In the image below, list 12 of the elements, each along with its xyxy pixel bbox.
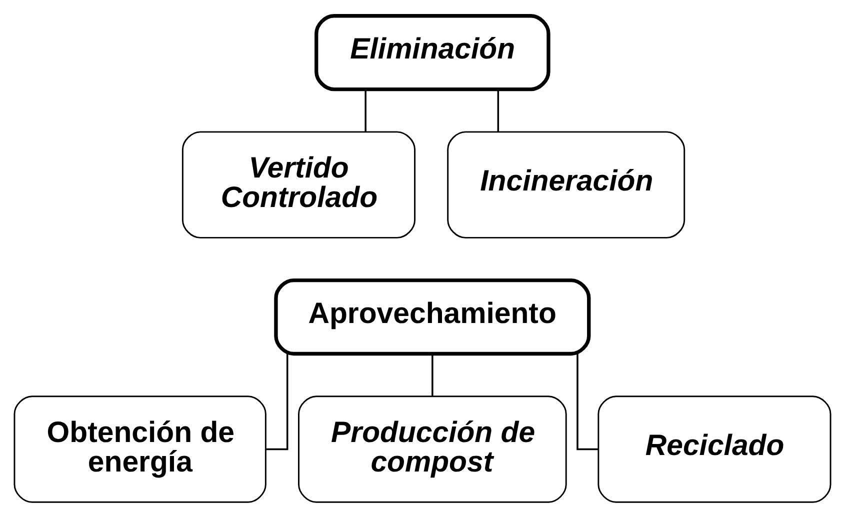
node-box: Producción de compost (298, 396, 567, 503)
node-box: Eliminación (314, 14, 550, 92)
connector (364, 89, 366, 132)
connector (576, 354, 598, 450)
connector (497, 89, 500, 132)
node-box: Incineración (447, 131, 686, 238)
node-box: Obtención de energía (14, 396, 266, 503)
connector (266, 354, 288, 450)
node-box: Aprovechamiento (274, 278, 591, 356)
node-box: Reciclado (598, 396, 832, 503)
connector (432, 354, 434, 396)
node-box: Vertido Controlado (182, 131, 416, 238)
